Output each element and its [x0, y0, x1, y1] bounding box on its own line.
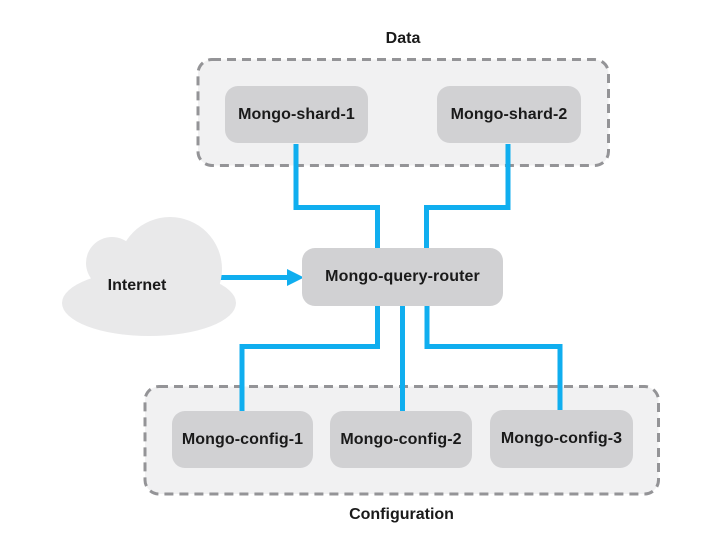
node-mongo-shard-2: Mongo-shard-2 [437, 86, 581, 143]
node-mongo-shard-1: Mongo-shard-1 [225, 86, 368, 143]
internet-label: Internet [107, 277, 167, 294]
node-mongo-query-router: Mongo-query-router [302, 248, 503, 306]
cloud-base [62, 270, 236, 336]
node-mongo-config-1: Mongo-config-1 [172, 411, 313, 468]
connector-router-config3 [424, 305, 563, 412]
configuration-group-label: Configuration [349, 506, 454, 523]
connector-router-config1 [239, 305, 380, 413]
node-mongo-config-3: Mongo-config-3 [490, 410, 633, 468]
connector-shard2-router [424, 144, 511, 249]
connector-shard1-router [293, 144, 380, 249]
arrow-right-icon [287, 269, 304, 286]
node-mongo-config-2: Mongo-config-2 [330, 411, 472, 468]
data-group-label: Data [385, 30, 421, 47]
